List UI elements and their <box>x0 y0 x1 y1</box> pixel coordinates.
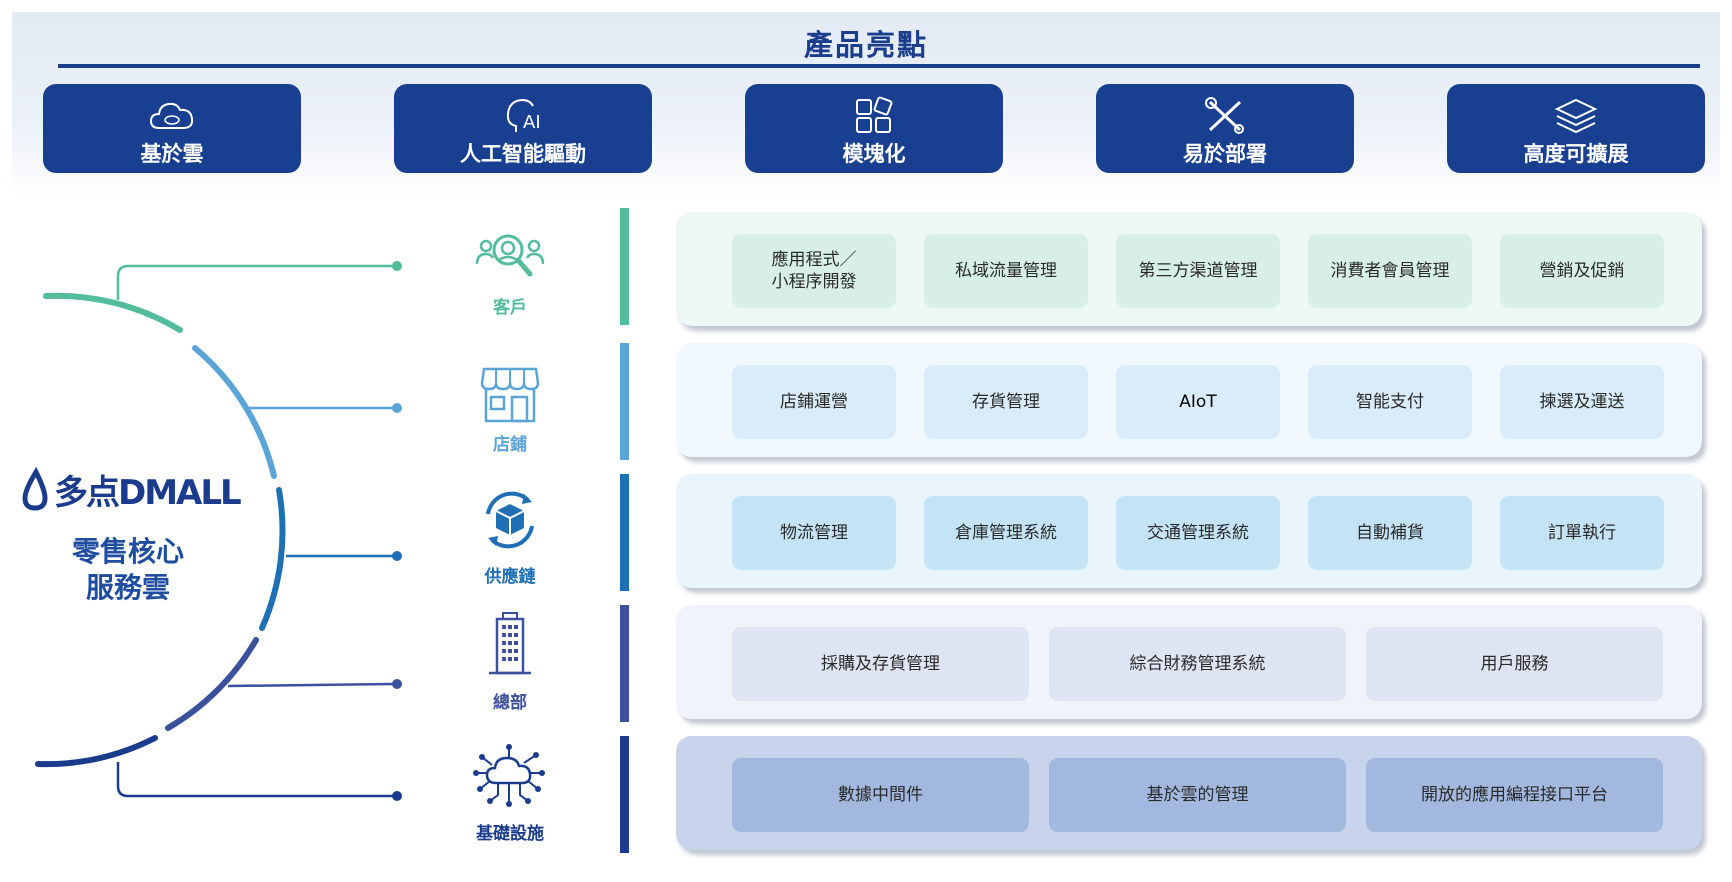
category-label-supply-chain: 供應鏈 <box>484 567 536 587</box>
service-item: 開放的應用編程接口平台 <box>1366 758 1663 832</box>
storefront-icon <box>470 363 550 427</box>
category-bar-supply-chain <box>620 474 629 591</box>
layers-icon <box>1447 96 1705 136</box>
connector-dot <box>392 679 402 689</box>
highlight-card-tools: 易於部署 <box>1096 84 1354 173</box>
highlight-card-modules: 模塊化 <box>745 84 1003 173</box>
service-row-infrastructure: 數據中間件基於雲的管理開放的應用編程接口平台 <box>676 736 1702 850</box>
service-item: 第三方渠道管理 <box>1116 234 1280 308</box>
service-item: 消費者會員管理 <box>1308 234 1472 308</box>
connector-line-hq <box>227 682 397 688</box>
service-item: 交通管理系統 <box>1116 496 1280 570</box>
highlight-label: 模塊化 <box>842 142 906 166</box>
highlight-card-cloud: 基於雲 <box>43 84 301 173</box>
service-item: 物流管理 <box>732 496 896 570</box>
svg-text:AI: AI <box>523 112 541 133</box>
service-item: 應用程式／ 小程序開發 <box>732 234 896 308</box>
service-item: 智能支付 <box>1308 365 1472 439</box>
category-label-infrastructure: 基礎設施 <box>476 824 544 844</box>
category-bar-infrastructure <box>620 736 629 853</box>
category-label-customer: 客戶 <box>493 298 527 318</box>
connector-line-infrastructure <box>116 762 396 798</box>
connector-dot <box>392 551 402 561</box>
service-row-supply-chain: 物流管理倉庫管理系統交通管理系統自動補貨訂單執行 <box>676 474 1702 588</box>
highlight-label: 高度可擴展 <box>1523 142 1629 166</box>
service-item: AIoT <box>1116 365 1280 439</box>
platform-name: 零售核心 服務雲 <box>40 534 216 606</box>
category-bar-customer <box>620 208 629 325</box>
cloud-icon <box>43 96 301 136</box>
service-item: 訂單執行 <box>1500 496 1664 570</box>
service-item: 用戶服務 <box>1366 627 1663 701</box>
service-item: 營銷及促銷 <box>1500 234 1664 308</box>
supply-box-icon <box>470 488 550 552</box>
highlight-label: 易於部署 <box>1183 142 1267 166</box>
title-divider <box>58 64 1700 68</box>
building-icon <box>470 612 550 676</box>
customer-search-icon <box>470 226 550 290</box>
arc-segment-customer <box>43 292 183 333</box>
connector-dot <box>392 791 402 801</box>
category-bar-hq <box>620 605 629 722</box>
service-row-store: 店鋪運營存貨管理 AIoT 智能支付揀選及運送 <box>676 343 1702 457</box>
connector-dot <box>392 403 402 413</box>
dmall-logo: 多点DMALL <box>22 466 258 513</box>
service-item: 綜合財務管理系統 <box>1049 627 1346 701</box>
service-item: 私域流量管理 <box>924 234 1088 308</box>
highlight-label: 人工智能驅動 <box>460 142 586 166</box>
service-item: 揀選及運送 <box>1500 365 1664 439</box>
modules-icon <box>745 96 1003 136</box>
category-label-hq: 總部 <box>493 693 527 713</box>
platform-name-line: 服務雲 <box>85 571 170 604</box>
ai-head-icon: AI <box>394 96 652 136</box>
service-row-hq: 採購及存貨管理綜合財務管理系統用戶服務 <box>676 605 1702 719</box>
svg-text:多点DMALL: 多点DMALL <box>54 473 241 512</box>
arc-segment-infrastructure <box>35 735 158 768</box>
connector-dot <box>392 261 402 271</box>
arc-segment-supply-chain <box>259 487 286 631</box>
service-row-customer: 應用程式／ 小程序開發私域流量管理第三方渠道管理消費者會員管理營銷及促銷 <box>676 212 1702 326</box>
highlight-label: 基於雲 <box>140 142 204 166</box>
service-item: 自動補貨 <box>1308 496 1472 570</box>
service-item: 存貨管理 <box>924 365 1088 439</box>
service-item: 基於雲的管理 <box>1049 758 1346 832</box>
arc-segment-store <box>192 345 277 479</box>
service-item: 採購及存貨管理 <box>732 627 1029 701</box>
service-item: 倉庫管理系統 <box>924 496 1088 570</box>
cloud-network-icon <box>470 744 550 808</box>
tools-icon <box>1096 96 1354 136</box>
highlight-card-ai: AI 人工智能驅動 <box>394 84 652 173</box>
category-label-store: 店鋪 <box>493 435 527 455</box>
category-bar-store <box>620 343 629 460</box>
connector-line-customer <box>116 264 396 300</box>
page-title: 產品亮點 <box>803 28 928 62</box>
highlight-card-layers: 高度可擴展 <box>1447 84 1705 173</box>
arc-segment-hq <box>165 637 259 731</box>
service-item: 數據中間件 <box>732 758 1029 832</box>
platform-name-line: 零售核心 <box>71 535 184 568</box>
service-item: 店鋪運營 <box>732 365 896 439</box>
